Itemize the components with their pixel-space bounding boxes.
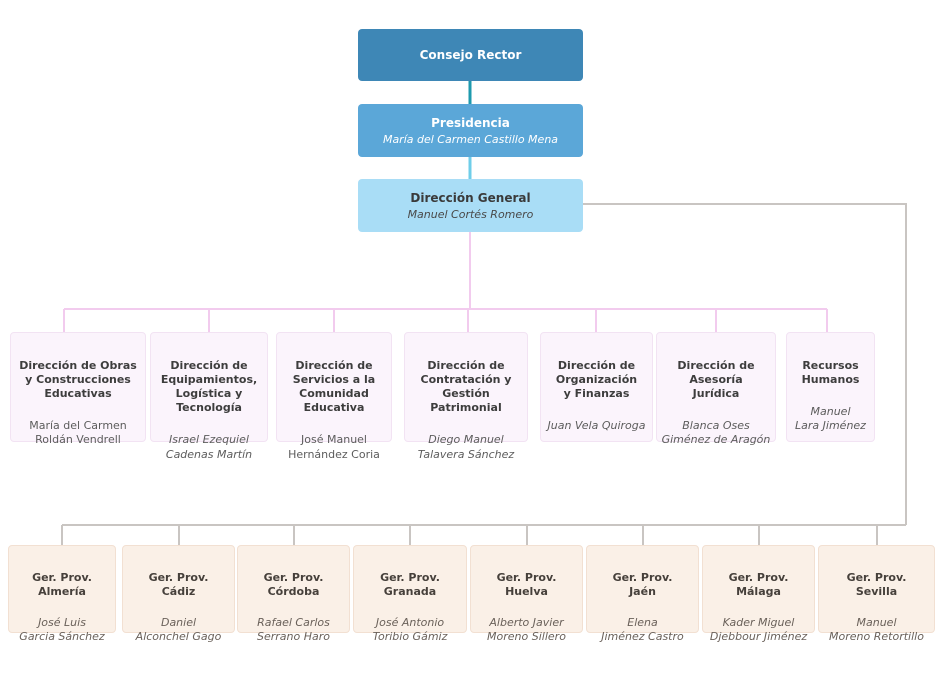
node-direccion-servicios: Dirección de Servicios a la Comunidad Ed…	[276, 332, 392, 461]
node-title: Dirección General	[410, 190, 531, 205]
node-person: Manuel Lara Jiménez	[795, 405, 866, 433]
node-title: Consejo Rector	[419, 48, 522, 62]
node-title: Ger. Prov. Granada	[380, 571, 440, 599]
node-person: Kader Miguel Djebbour Jiménez	[709, 616, 808, 644]
node-title: Presidencia	[431, 115, 510, 130]
node-gerencia-almeria: Ger. Prov. Almería José Luis Garcia Sánc…	[8, 545, 116, 643]
node-title: Dirección de Servicios a la Comunidad Ed…	[292, 359, 376, 415]
node-direccion-contratacion: Dirección de Contratación y Gestión Patr…	[404, 332, 528, 461]
node-title: Ger. Prov. Huelva	[496, 571, 557, 599]
node-person: Manuel Moreno Retortillo	[829, 616, 924, 644]
node-gerencia-granada: Ger. Prov. Granada José Antonio Toribio …	[353, 545, 467, 643]
node-person: Blanca Oses Giménez de Aragón	[661, 419, 771, 447]
node-title: Recursos Humanos	[801, 359, 860, 387]
node-person: Manuel Cortés Romero	[407, 207, 534, 221]
node-person: José Luis Garcia Sánchez	[19, 616, 105, 644]
node-recursos-humanos: Recursos Humanos Manuel Lara Jiménez	[786, 332, 875, 442]
node-title: Dirección de Asesoría Jurídica	[677, 359, 755, 401]
node-title: Dirección de Organización y Finanzas	[555, 359, 638, 401]
node-title: Dirección de Equipamientos, Logística y …	[160, 359, 258, 415]
node-person: María del Carmen Roldán Vendrell	[29, 419, 127, 447]
node-title: Ger. Prov. Almería	[32, 571, 92, 599]
node-direccion-asesoria: Dirección de Asesoría Jurídica Blanca Os…	[656, 332, 776, 446]
node-direccion-equipamientos: Dirección de Equipamientos, Logística y …	[150, 332, 268, 461]
node-title: Ger. Prov. Jaén	[612, 571, 673, 599]
node-direccion-organizacion: Dirección de Organización y Finanzas Jua…	[540, 332, 653, 442]
node-person: José Antonio Toribio Gámiz	[372, 616, 448, 644]
node-title: Ger. Prov. Sevilla	[846, 571, 907, 599]
node-person: Juan Vela Quiroga	[547, 419, 646, 433]
node-person: Elena Jiménez Castro	[601, 616, 684, 644]
node-direccion-obras: Dirección de Obras y Construcciones Educ…	[10, 332, 146, 446]
node-gerencia-jaen: Ger. Prov. Jaén Elena Jiménez Castro	[586, 545, 699, 643]
node-title: Ger. Prov. Córdoba	[263, 571, 324, 599]
node-gerencia-cadiz: Ger. Prov. Cádiz Daniel Alconchel Gago	[122, 545, 235, 643]
node-person: José Manuel Hernández Coria	[288, 433, 380, 461]
node-gerencia-sevilla: Ger. Prov. Sevilla Manuel Moreno Retorti…	[818, 545, 935, 643]
node-gerencia-huelva: Ger. Prov. Huelva Alberto Javier Moreno …	[470, 545, 583, 643]
node-person: Rafael Carlos Serrano Haro	[257, 616, 330, 644]
node-person: Diego Manuel Talavera Sánchez	[417, 433, 515, 461]
node-gerencia-malaga: Ger. Prov. Málaga Kader Miguel Djebbour …	[702, 545, 815, 643]
node-title: Dirección de Obras y Construcciones Educ…	[19, 359, 137, 401]
connector-tree-gerencias	[61, 203, 907, 546]
node-title: Ger. Prov. Málaga	[728, 571, 789, 599]
node-person: Israel Ezequiel Cadenas Martín	[165, 433, 253, 461]
node-title: Ger. Prov. Cádiz	[148, 571, 209, 599]
node-presidencia: Presidencia María del Carmen Castillo Me…	[358, 104, 583, 157]
node-person: María del Carmen Castillo Mena	[382, 132, 559, 146]
node-person: Alberto Javier Moreno Sillero	[487, 616, 566, 644]
connector-tree-direcciones	[63, 231, 828, 333]
node-direccion-general: Dirección General Manuel Cortés Romero	[358, 179, 583, 232]
node-title: Dirección de Contratación y Gestión Patr…	[420, 359, 512, 415]
node-gerencia-cordoba: Ger. Prov. Córdoba Rafael Carlos Serrano…	[237, 545, 350, 643]
node-consejo-rector: Consejo Rector	[358, 29, 583, 81]
node-person: Daniel Alconchel Gago	[135, 616, 222, 644]
